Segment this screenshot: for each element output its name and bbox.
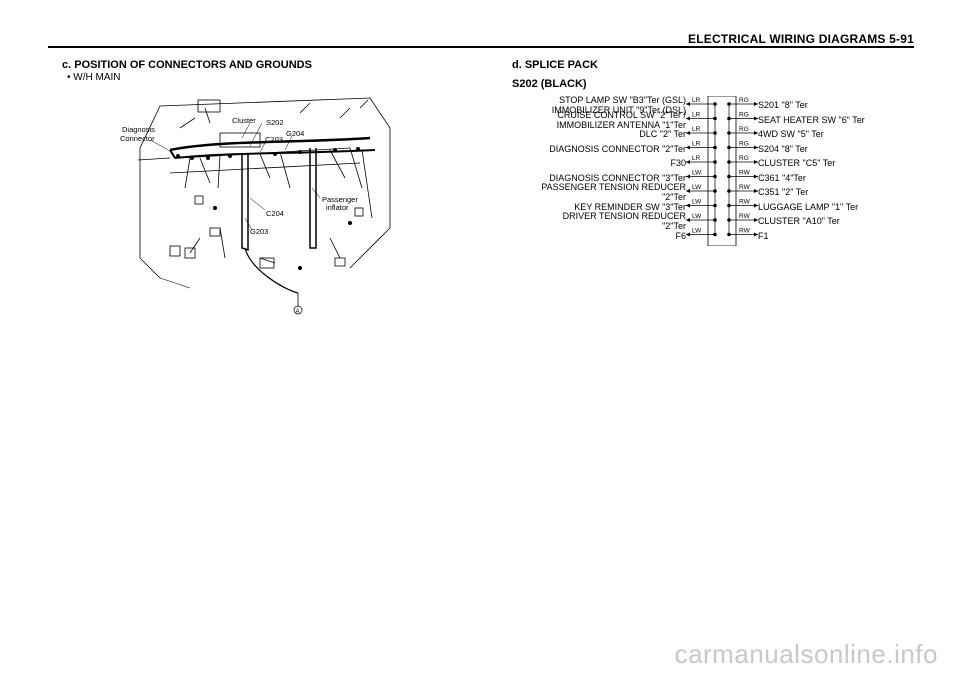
wiring-harness-illustration: Diagnosis Connector Cluster S202 C203 G2… xyxy=(120,97,391,315)
diagnosis-connector-label-line1: Diagnosis xyxy=(122,125,155,134)
splice-left-arrow xyxy=(686,218,690,222)
splice-right-arrow xyxy=(754,232,758,237)
splice-pack-box xyxy=(707,96,737,246)
splice-left-label-line: DLC "2" Ter xyxy=(639,129,686,139)
splice-right-label: C361 "4"Ter xyxy=(758,172,806,183)
splice-right-wire-color: RG xyxy=(739,141,749,148)
splice-left-label-line: "2"Ter xyxy=(662,192,686,202)
splice-left-label-line: PASSENGER TENSION REDUCER xyxy=(541,182,686,192)
splice-right-wire-color: RW xyxy=(739,199,751,206)
splice-left-arrow xyxy=(686,174,690,179)
splice-right-label: F1 xyxy=(758,230,769,241)
splice-left-label-line: KEY REMINDER SW "3"Ter xyxy=(574,201,686,212)
splice-right-wire-color: RG xyxy=(739,155,749,162)
splice-left-label-line: IMMOBILIZER UNIT "9"Ter (DSL) xyxy=(551,105,686,115)
splice-left-label: DRIVER TENSION REDUCER"2"Ter xyxy=(563,211,686,231)
section-d-heading: d. SPLICE PACK xyxy=(512,59,598,71)
splice-right-wire-color: RG xyxy=(739,126,749,133)
cluster-label: Cluster xyxy=(232,116,256,125)
splice-right-label: CLUSTER "A10" Ter xyxy=(758,216,840,226)
splice-right-label: SEAT HEATER SW "6" Ter xyxy=(758,114,865,125)
splice-right-wire-color: RG xyxy=(739,97,749,104)
splice-left-label: DIAGNOSIS CONNECTOR "2"Ter xyxy=(549,144,686,154)
splice-left-wire-color: LR xyxy=(692,126,701,133)
splice-right-wire-color: RW xyxy=(739,184,751,191)
splice-left-wire-color: LW xyxy=(692,170,702,177)
splice-left-label-line: DIAGNOSIS CONNECTOR "3"Ter xyxy=(549,172,686,183)
splice-left-label-line: "2"Ter xyxy=(662,221,686,231)
splice-left-label: F6 xyxy=(675,231,686,241)
splice-right-arrow xyxy=(754,218,758,222)
splice-left-label: DIAGNOSIS CONNECTOR "3"Ter xyxy=(549,173,686,183)
splice-right-label: S201 "8" Ter xyxy=(758,100,808,110)
splice-left-label-line: F6 xyxy=(675,230,686,241)
splice-left-arrow xyxy=(686,203,690,208)
c204-label: C204 xyxy=(266,209,284,218)
splice-right-arrow xyxy=(754,203,758,208)
g203-label: G203 xyxy=(250,227,268,236)
splice-left-label: KEY REMINDER SW "3"Ter xyxy=(574,202,686,212)
splice-left-wire-color: LW xyxy=(692,199,702,206)
splice-left-wire-color: LR xyxy=(692,112,701,119)
splice-right-wire-color: RW xyxy=(739,228,751,235)
splice-right-arrow xyxy=(754,145,758,150)
marker-a-label: A xyxy=(296,309,300,315)
splice-left-label: F30 xyxy=(670,158,686,168)
splice-left-wire-color: LW xyxy=(692,228,702,235)
passenger-inflator-label-line1: Passenger xyxy=(322,195,358,204)
splice-left-arrow xyxy=(686,145,690,150)
s202-label: S202 xyxy=(266,118,284,127)
header-rule xyxy=(48,46,914,48)
splice-right-arrow xyxy=(754,116,758,121)
splice-left-wire-color: LR xyxy=(692,97,701,104)
passenger-inflator-label-line2: inflator xyxy=(326,203,349,212)
splice-left-label: PASSENGER TENSION REDUCER"2"Ter xyxy=(541,182,686,202)
splice-right-arrow xyxy=(754,131,758,135)
splice-right-wire-color: RW xyxy=(739,213,751,220)
splice-left-wire-color: LR xyxy=(692,155,701,162)
splice-left-label: DLC "2" Ter xyxy=(639,129,686,139)
splice-left-wire-color: LW xyxy=(692,213,702,220)
splice-left-label-line: DRIVER TENSION REDUCER xyxy=(562,211,686,221)
diagnosis-connector-label-line2: Connector xyxy=(120,134,155,143)
splice-left-arrow xyxy=(686,131,690,135)
splice-pack-subheading: S202 (BLACK) xyxy=(512,78,587,90)
splice-left-label-line: F30 xyxy=(670,158,686,168)
splice-left-arrow xyxy=(686,232,690,237)
splice-right-wire-color: RG xyxy=(739,112,749,119)
splice-right-label: 4WD SW "5" Ter xyxy=(758,129,824,139)
splice-left-label: CRUISE CONTROL SW "2"Ter /IMMOBILIZER AN… xyxy=(557,110,686,130)
splice-right-arrow xyxy=(754,189,758,193)
splice-right-label: CLUSTER "C5" Ter xyxy=(758,158,836,168)
splice-left-labels: STOP LAMP SW "B3"Ter (GSL)IMMOBILIZER UN… xyxy=(440,95,686,246)
section-c-heading: c. POSITION OF CONNECTORS AND GROUNDS xyxy=(62,59,312,71)
c203-label: C203 xyxy=(265,135,283,144)
splice-pack-diagram: LR LR LR LR LR LW LW LW LW LW RG RG RG RG RG RW RW RW RW RW xyxy=(686,96,758,246)
page-header-title: ELECTRICAL WIRING DIAGRAMS 5-91 xyxy=(688,32,914,46)
wh-main-bullet: • W/H MAIN xyxy=(67,72,121,83)
splice-left-arrow xyxy=(686,189,690,193)
splice-left-label-line: CRUISE CONTROL SW "2"Ter / xyxy=(557,109,686,120)
splice-left-wire-color: LW xyxy=(692,184,702,191)
splice-right-label: C351 "2" Ter xyxy=(758,187,809,197)
g204-label: G204 xyxy=(286,129,304,138)
splice-right-arrow xyxy=(754,102,758,106)
splice-left-arrow xyxy=(686,160,690,164)
splice-right-label: LUGGAGE LAMP "1" Ter xyxy=(758,201,859,212)
watermark: carmanualsonline.info xyxy=(674,639,938,669)
splice-left-label-line: IMMOBILIZER ANTENNA "1"Ter xyxy=(556,119,686,130)
splice-right-wire-color: RW xyxy=(739,170,751,177)
splice-left-label: STOP LAMP SW "B3"Ter (GSL)IMMOBILIZER UN… xyxy=(552,95,686,115)
splice-right-arrow xyxy=(754,160,758,164)
splice-left-label-line: STOP LAMP SW "B3"Ter (GSL) xyxy=(559,95,686,105)
splice-right-label: S204 "8" Ter xyxy=(758,143,808,154)
splice-left-wire-color: LR xyxy=(692,141,701,148)
splice-left-arrow xyxy=(686,102,690,106)
splice-right-arrow xyxy=(754,174,758,179)
splice-left-arrow xyxy=(686,116,690,121)
splice-left-label-line: DIAGNOSIS CONNECTOR "2"Ter xyxy=(549,143,686,154)
